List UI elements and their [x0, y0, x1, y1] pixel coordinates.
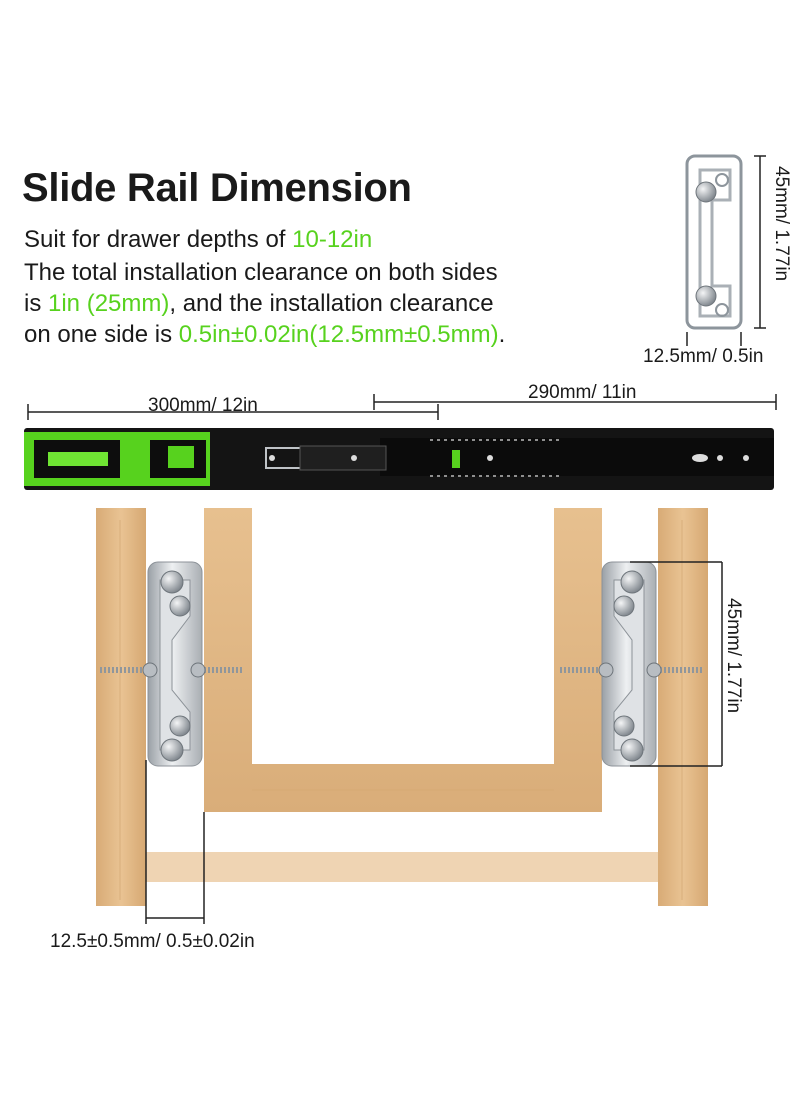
bearing-ball: [620, 738, 644, 762]
screw-head: [646, 662, 662, 678]
bearing-ball: [613, 715, 635, 737]
profile-height-label: 45mm/ 1.77in: [771, 166, 792, 281]
profile-width-label: 12.5mm/ 0.5in: [643, 346, 763, 367]
total-clearance-highlight: 1in (25mm): [48, 290, 170, 317]
description-text: .: [498, 321, 506, 348]
mechanism-latch: [168, 446, 194, 468]
screw-head: [142, 662, 158, 678]
description-text: The total installation clearance on both…: [24, 259, 498, 286]
side-clearance-highlight: 0.5in±0.02in(12.5mm±0.5mm): [178, 321, 499, 348]
extension-length-label: 290mm/ 11in: [528, 382, 636, 403]
side-clearance-dimension: [145, 760, 205, 924]
left-mounted-slide: [100, 561, 244, 767]
drawer-box: [204, 508, 602, 812]
rail-inner-member: [299, 445, 387, 471]
installed-height-dimension: [630, 561, 723, 767]
profile-bearing-top: [715, 173, 729, 187]
profile-bearing-bottom: [715, 303, 729, 317]
bearing-ball: [169, 595, 191, 617]
depth-range-highlight: 10-12in: [292, 226, 373, 253]
description-text: Suit for drawer depths of: [24, 226, 293, 253]
rail-profile-diagram: [685, 154, 766, 346]
profile-ball-bottom: [695, 285, 717, 307]
cabinet-side-left: [96, 508, 146, 906]
mount-hole: [269, 455, 275, 461]
installed-height-label: 45mm/ 1.77in: [723, 598, 744, 713]
description-line-3: is 1in (25mm), and the installation clea…: [24, 287, 494, 320]
bearing-ball: [160, 570, 184, 594]
side-clearance-label: 12.5±0.5mm/ 0.5±0.02in: [50, 931, 255, 952]
rail-outer-member: [380, 438, 774, 476]
bearing-ball: [620, 570, 644, 594]
right-mounted-slide: [560, 561, 704, 767]
mechanism-insert: [48, 452, 108, 466]
mount-hole: [743, 455, 749, 461]
profile-ball-top: [695, 181, 717, 203]
cabinet-side-right: [658, 508, 708, 906]
release-lever: [452, 450, 460, 468]
description-text: is: [24, 290, 48, 317]
description-line-2: The total installation clearance on both…: [24, 256, 498, 289]
bearing-ball: [169, 715, 191, 737]
cabinet-bottom-rail: [146, 852, 658, 882]
bearing-ball: [613, 595, 635, 617]
mount-hole: [692, 454, 708, 462]
description-text: on one side is: [24, 321, 179, 348]
mount-hole: [351, 455, 357, 461]
cabinet-drawer-wood: [96, 508, 708, 906]
profile-outer: [685, 154, 743, 330]
bearing-ball: [160, 738, 184, 762]
length-dimension-lines: [27, 394, 777, 420]
description-line-1: Suit for drawer depths of 10-12in: [24, 223, 372, 256]
slide-rail-side-view: [24, 428, 774, 490]
mount-hole: [487, 455, 493, 461]
screw-head: [598, 662, 614, 678]
screw-head: [190, 662, 206, 678]
profile-inner: [698, 168, 732, 318]
closed-length-label: 300mm/ 12in: [148, 395, 258, 416]
description-line-4: on one side is 0.5in±0.02in(12.5mm±0.5mm…: [24, 318, 505, 351]
mount-hole: [717, 455, 723, 461]
description-text: , and the installation clearance: [169, 290, 494, 317]
page-title: Slide Rail Dimension: [22, 166, 412, 210]
